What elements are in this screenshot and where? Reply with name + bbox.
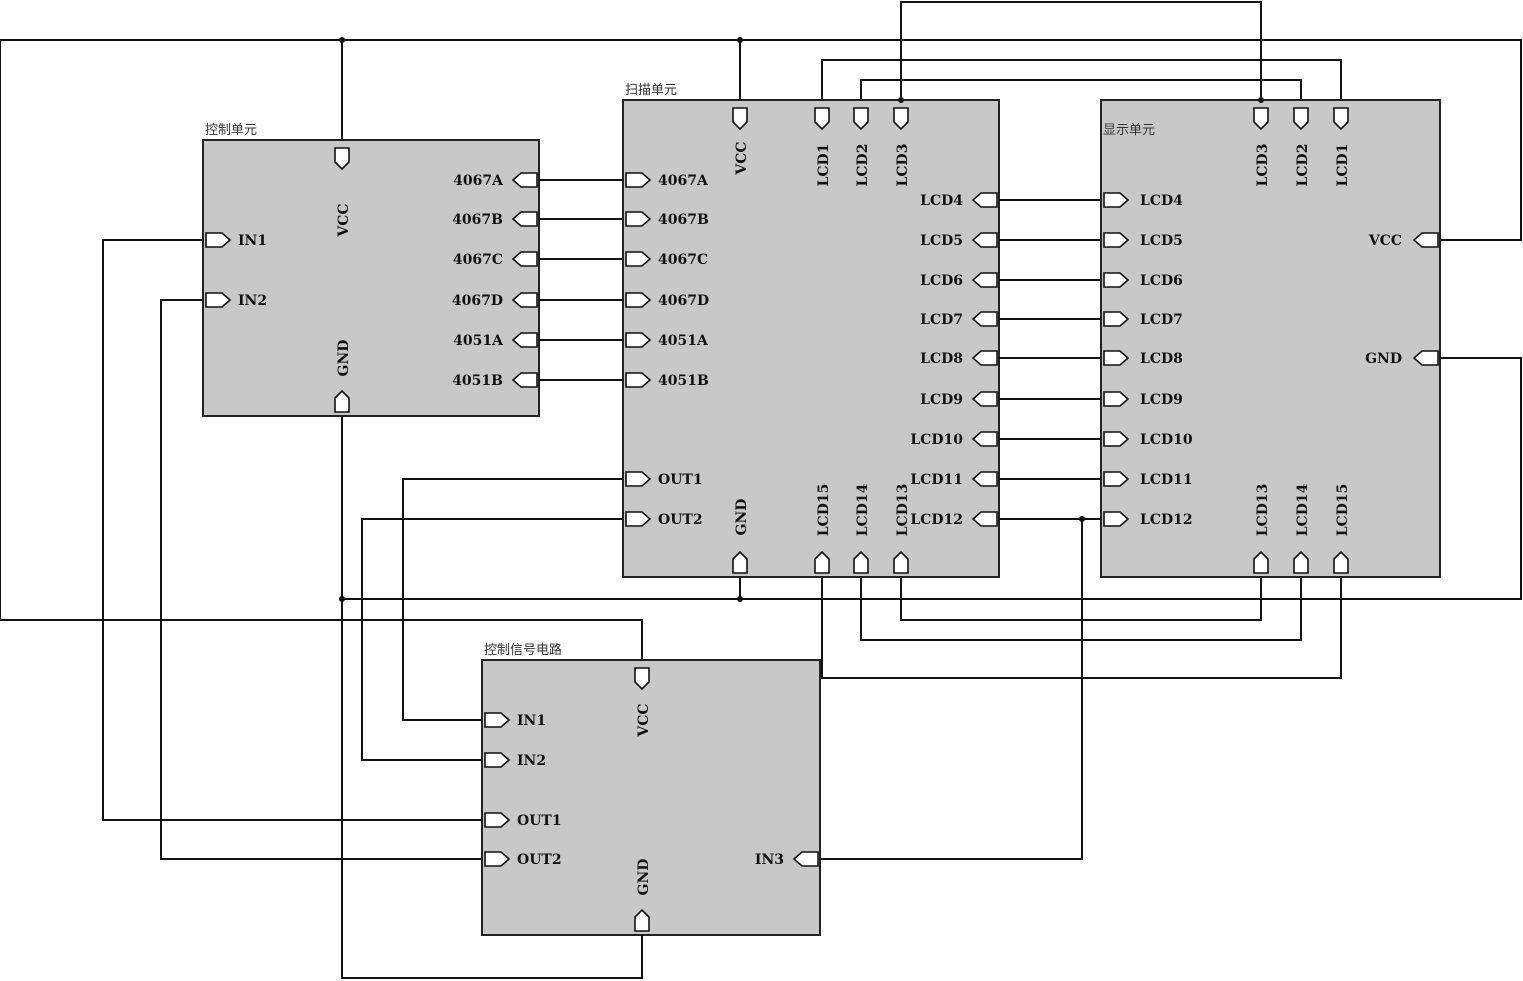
control-signal-out2-label: OUT2	[517, 852, 562, 868]
control-unit-title: 控制单元	[205, 123, 257, 138]
control-signal-out1-label: OUT1	[517, 813, 562, 829]
control-unit-block	[202, 139, 540, 417]
control-signal-circuit-title: 控制信号电路	[484, 642, 562, 658]
display-unit-lcd4-label: LCD4	[1140, 193, 1183, 209]
wire-cu-in2	[160, 299, 482, 860]
wire-lcd1-top	[821, 59, 1342, 100]
scan-unit-lcd2-top-label: LCD2	[855, 144, 871, 187]
scan-unit-out2-label: OUT2	[658, 512, 703, 528]
display-unit-lcd13-bottom-label: LCD13	[1255, 484, 1271, 537]
scan-unit-pins: 4067A 4067B 4067C 4067D 4051A 4051B OUT1…	[625, 107, 998, 574]
display-unit-block	[1100, 99, 1441, 578]
control-unit-in2-label: IN2	[238, 293, 267, 309]
scan-unit-lcd15-bottom-label: LCD15	[816, 484, 832, 537]
control-unit-4067c-label: 4067C	[453, 252, 503, 268]
scan-unit-4067d-label: 4067D	[658, 293, 709, 309]
display-unit-lcd14-bottom-label: LCD14	[1295, 483, 1311, 536]
display-unit-lcd8-label: LCD8	[1140, 351, 1183, 367]
control-unit-in1-label: IN1	[238, 233, 267, 249]
scan-unit-lcd4-label: LCD4	[920, 193, 963, 209]
display-unit-lcd6-label: LCD6	[1140, 273, 1183, 289]
control-unit-4067a-label: 4067A	[453, 173, 504, 189]
display-unit-gnd-label: GND	[1365, 351, 1402, 367]
display-unit-lcd15-bottom-label: LCD15	[1335, 484, 1351, 537]
display-unit-pins: LCD4 LCD5 LCD6 LCD7 LCD8 LCD9 LCD10 LCD1…	[1103, 107, 1439, 574]
control-signal-vcc-label: VCC	[636, 703, 652, 737]
display-unit-lcd1-top-label: LCD1	[1335, 144, 1351, 187]
scan-unit-4051b-label: 4051B	[658, 373, 709, 389]
wire-scan-out2	[361, 518, 623, 761]
control-unit-4067d-label: 4067D	[452, 293, 503, 309]
scan-unit-lcd9-label: LCD9	[920, 392, 963, 408]
scan-unit-lcd10-label: LCD10	[910, 432, 963, 448]
scan-unit-4067a-label: 4067A	[658, 173, 709, 189]
wire-lcd2-top	[860, 79, 1302, 100]
scan-unit-lcd12-label: LCD12	[910, 512, 963, 528]
control-signal-circuit-block	[481, 659, 821, 936]
control-signal-in1-label: IN1	[517, 713, 546, 729]
display-unit-title: 显示单元	[1103, 123, 1155, 138]
scan-unit-out1-label: OUT1	[658, 472, 703, 488]
scan-unit-4051a-label: 4051A	[658, 333, 709, 349]
control-unit-pins: VCC GND IN1 IN2 4067A 4067B 4067C 4067D …	[205, 147, 538, 413]
display-unit-lcd2-top-label: LCD2	[1295, 144, 1311, 187]
gnd-control-unit	[341, 416, 643, 979]
scan-unit-title: 扫描单元	[625, 83, 677, 98]
display-unit-lcd12-label: LCD12	[1140, 512, 1193, 528]
control-unit-4067b-label: 4067B	[452, 212, 503, 228]
display-unit-lcd5-label: LCD5	[1140, 233, 1183, 249]
control-unit-4051b-label: 4051B	[452, 373, 503, 389]
control-signal-in3-label: IN3	[755, 852, 784, 868]
scan-unit-lcd1-top-label: LCD1	[816, 144, 832, 187]
display-unit-lcd9-label: LCD9	[1140, 392, 1183, 408]
scan-unit-block	[622, 99, 1000, 578]
control-unit-vcc-label: VCC	[336, 203, 352, 237]
scan-unit-lcd8-label: LCD8	[920, 351, 963, 367]
scan-unit-lcd5-label: LCD5	[920, 233, 963, 249]
display-unit-lcd11-label: LCD11	[1140, 472, 1193, 488]
display-unit-lcd3-top-label: LCD3	[1255, 144, 1271, 187]
scan-unit-lcd11-label: LCD11	[910, 472, 963, 488]
display-unit-lcd10-label: LCD10	[1140, 432, 1193, 448]
control-signal-circuit-pins: VCC GND IN1 IN2 OUT1 OUT2 IN3	[484, 667, 819, 932]
wire-cu-in1	[102, 239, 482, 821]
scan-unit-lcd14-bottom-label: LCD14	[855, 483, 871, 536]
display-unit-lcd7-label: LCD7	[1140, 312, 1183, 328]
display-unit-vcc-label: VCC	[1368, 233, 1402, 249]
scan-unit-lcd13-bottom-label: LCD13	[895, 484, 911, 537]
scan-unit-4067c-label: 4067C	[658, 252, 708, 268]
scan-unit-lcd7-label: LCD7	[920, 312, 963, 328]
vcc-rail	[0, 39, 1522, 660]
wire-scan-out1	[402, 478, 623, 721]
control-signal-in2-label: IN2	[517, 753, 546, 769]
scan-unit-lcd3-top-label: LCD3	[895, 144, 911, 187]
scan-unit-lcd6-label: LCD6	[920, 273, 963, 289]
control-unit-gnd-label: GND	[336, 340, 352, 377]
scan-unit-4067b-label: 4067B	[658, 212, 709, 228]
scan-unit-gnd-label: GND	[734, 499, 750, 536]
scan-unit-vcc-label: VCC	[734, 141, 750, 175]
control-signal-gnd-label: GND	[636, 859, 652, 896]
control-unit-4051a-label: 4051A	[453, 333, 504, 349]
wire-in3	[820, 519, 1083, 860]
gnd-rail	[342, 357, 1522, 600]
wire-lcd3-top	[900, 1, 1262, 100]
